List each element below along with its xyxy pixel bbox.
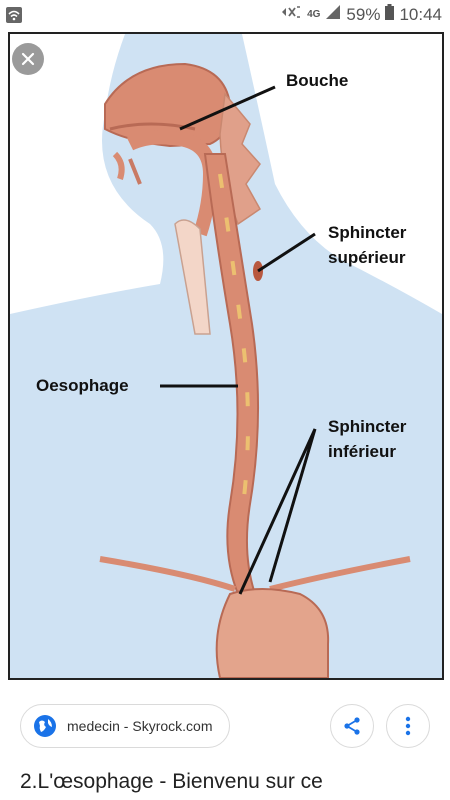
more-vert-icon: [405, 716, 411, 736]
network-type: 4G: [307, 9, 321, 20]
globe-icon: [34, 715, 56, 737]
result-title[interactable]: 2.L'œsophage - Bienvenu sur ce: [20, 770, 323, 793]
label-sphincter-superieur-line2: supérieur: [328, 248, 406, 267]
share-icon: [344, 717, 360, 735]
source-link-chip[interactable]: medecin - Skyrock.com: [20, 704, 230, 748]
label-sphincter-inferieur-line2: inférieur: [328, 442, 397, 461]
label-oesophage: Oesophage: [36, 376, 129, 395]
result-info: medecin - Skyrock.com 2.L'œsophage - Bie…: [0, 680, 450, 800]
share-button[interactable]: [330, 704, 374, 748]
battery-percent: 59%: [346, 4, 381, 24]
label-bouche: Bouche: [286, 71, 349, 90]
more-options-button[interactable]: [386, 704, 430, 748]
image-viewer: Bouche Sphincter supérieur Oesophage Sph…: [0, 30, 450, 680]
label-sphincter-superieur: Sphincter supérieur: [328, 220, 406, 270]
clock-time: 10:44: [399, 4, 442, 24]
esophagus-illustration: [10, 34, 442, 678]
status-bar: 4G 59% 10:44: [0, 0, 450, 30]
label-sphincter-inferieur-line1: Sphincter: [328, 417, 407, 436]
label-sphincter-superieur-line1: Sphincter: [328, 223, 407, 242]
signal-icon: [325, 4, 341, 25]
wifi-icon: [6, 7, 22, 28]
label-sphincter-inferieur: Sphincter inférieur: [328, 414, 406, 464]
source-domain: medecin - Skyrock.com: [67, 718, 213, 734]
mute-icon: [280, 4, 302, 25]
battery-icon: [385, 4, 395, 25]
close-icon: [21, 52, 35, 66]
close-button[interactable]: [12, 43, 44, 75]
anatomy-figure: Bouche Sphincter supérieur Oesophage Sph…: [8, 32, 444, 680]
